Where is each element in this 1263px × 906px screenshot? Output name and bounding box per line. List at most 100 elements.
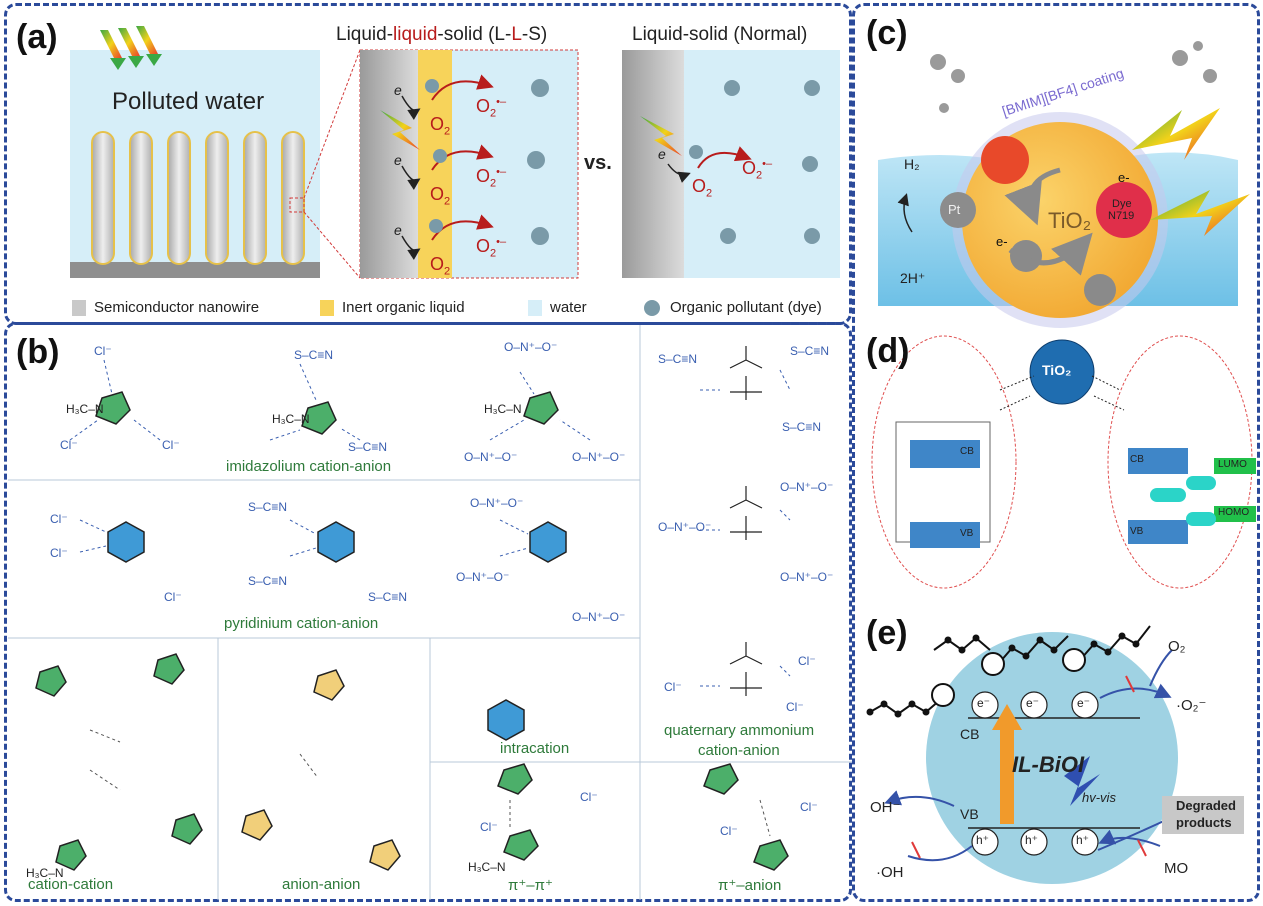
methyl-n-label: H₃C–N [484, 402, 522, 416]
panel-b-label: (b) [16, 333, 60, 371]
legend-swatch-nanowire [72, 300, 86, 316]
chloride-label: Cl⁻ [798, 654, 816, 668]
imidazolium-label: imidazolium cation-anion [226, 458, 392, 475]
electron-label-e: e⁻ [1077, 696, 1091, 710]
methyl-n-label: H₃C–N [66, 402, 104, 416]
panel-d [871, 335, 1256, 589]
superoxide-O: O [476, 96, 491, 116]
electron-label-c1: e- [1118, 170, 1130, 185]
superoxide-sup: •– [496, 236, 507, 248]
quaternary-label-2: cation-anion [698, 742, 780, 759]
visible-light-bolt-icon [1132, 108, 1250, 236]
superoxide-O: O [742, 158, 757, 178]
chloride-label: Cl⁻ [480, 820, 498, 834]
legend-nanowire-label: Semiconductor nanowire [94, 299, 260, 316]
chloride-label: Cl⁻ [786, 700, 804, 714]
superoxide-sup: •– [496, 96, 507, 108]
superoxide-label: O2•– [476, 166, 506, 190]
vs-label: vs. [584, 152, 612, 174]
polluted-water-label: Polluted water [112, 88, 265, 115]
chloride-label: Cl⁻ [94, 344, 112, 358]
chain-atoms [866, 632, 1140, 718]
ammonium-skeletons [729, 346, 763, 696]
superoxide-label: O2•– [476, 96, 506, 120]
excitation-arrow [1000, 722, 1014, 824]
legend-swatch-water [528, 300, 542, 316]
electron-label: e [394, 82, 402, 98]
panel-b [8, 325, 852, 900]
anion-anion-label: anion-anion [282, 876, 361, 893]
electron-circles [971, 691, 1099, 719]
thiocyanate-label: S–C≡N [248, 500, 288, 514]
imidazolium-heads [931, 648, 1086, 707]
homo-box [1214, 506, 1256, 522]
oh-rad-label: ·OH [876, 864, 904, 881]
tio2-cluster-icon [1029, 339, 1095, 405]
lumo-box [1214, 458, 1256, 474]
legend-pollutant-label: Organic pollutant (dye) [670, 299, 822, 316]
nitrate-label: O–N⁺–O⁻ [780, 570, 834, 584]
chloride-label: Cl⁻ [164, 590, 182, 604]
superoxide-sub: 2 [756, 169, 763, 182]
legend-swatch-liquid [320, 300, 334, 316]
o2-label-e: O₂ [1168, 638, 1186, 655]
superoxide-sub: 2 [490, 247, 497, 260]
dye-label-2: N719 [1108, 210, 1135, 222]
nitrate-label: O–N⁺–O⁻ [504, 340, 558, 354]
h2-label: H₂ [904, 156, 920, 172]
cation-cation-label: cation-cation [28, 876, 114, 893]
nanowire-array [91, 131, 305, 265]
lumo-label: LUMO [1218, 459, 1247, 470]
pt-cocatalyst [940, 192, 976, 228]
legend-water-label: water [550, 299, 587, 316]
electron-label: e [394, 152, 402, 168]
thiocyanate-label: S–C≡N [248, 574, 288, 588]
methyl-n-label: H₃C–N [26, 866, 64, 880]
imidazolium-rings [35, 391, 789, 871]
chloride-label: Cl⁻ [162, 438, 180, 452]
electron-label: e [658, 146, 666, 162]
chloride-label: Cl⁻ [580, 790, 598, 804]
lls-title-part1: Liquid- [336, 24, 394, 45]
panel-d-label: (d) [866, 332, 910, 370]
degraded-label-1: Degraded [1176, 798, 1236, 813]
pyridinium-rings [107, 521, 567, 741]
o2-label: O2 [430, 114, 450, 138]
superoxide-label-e: ·O₂⁻ [1176, 697, 1207, 714]
superoxide-O: O [476, 236, 491, 256]
o2-O: O [430, 254, 445, 274]
superoxide-sup: •– [762, 158, 773, 170]
cb-label-e: CB [960, 726, 980, 742]
thiocyanate-label: S–C≡N [348, 440, 388, 454]
imidazole-anion-rings [241, 669, 401, 871]
panel-c-label: (c) [866, 14, 908, 52]
thiocyanate-label: S–C≡N [294, 348, 334, 362]
degraded-products-box [1162, 796, 1244, 834]
methyl-n-label: H₃C–N [468, 860, 506, 874]
superoxide-label: O2•– [742, 158, 772, 182]
lls-title-part2: -solid (L- [437, 24, 512, 45]
tio2-label-d: TiO₂ [1042, 362, 1072, 378]
chloride-label: Cl⁻ [50, 546, 68, 560]
light-rays-icon [100, 26, 162, 70]
chloride-label: Cl⁻ [720, 824, 738, 838]
o2-sub: 2 [706, 187, 713, 200]
superoxide-sup: •– [496, 166, 507, 178]
panel-cde-frame [852, 3, 1260, 902]
methyl-n-label: H₃C–N [272, 412, 310, 426]
nitrate-label: O–N⁺–O⁻ [456, 570, 510, 584]
lls-title-liquid: liquid [393, 24, 438, 45]
pi-anion-label: π⁺–anion [718, 877, 782, 894]
o2-label: O2 [430, 254, 450, 278]
thiocyanate-label: S–C≡N [790, 344, 830, 358]
mo-label: MO [1164, 860, 1189, 877]
lls-title-L: L [511, 24, 522, 45]
vb-label-d: VB [960, 528, 974, 539]
degraded-label-2: products [1176, 815, 1232, 830]
quaternary-label-1: quaternary ammonium [664, 722, 815, 739]
superoxide-label: O2•– [476, 236, 506, 260]
ls-title: Liquid-solid (Normal) [632, 24, 808, 45]
tio2-label-c: TiO₂ [1048, 208, 1092, 233]
electron-label-c2: e- [996, 234, 1008, 249]
hv-label: hv-vis [1082, 790, 1116, 805]
